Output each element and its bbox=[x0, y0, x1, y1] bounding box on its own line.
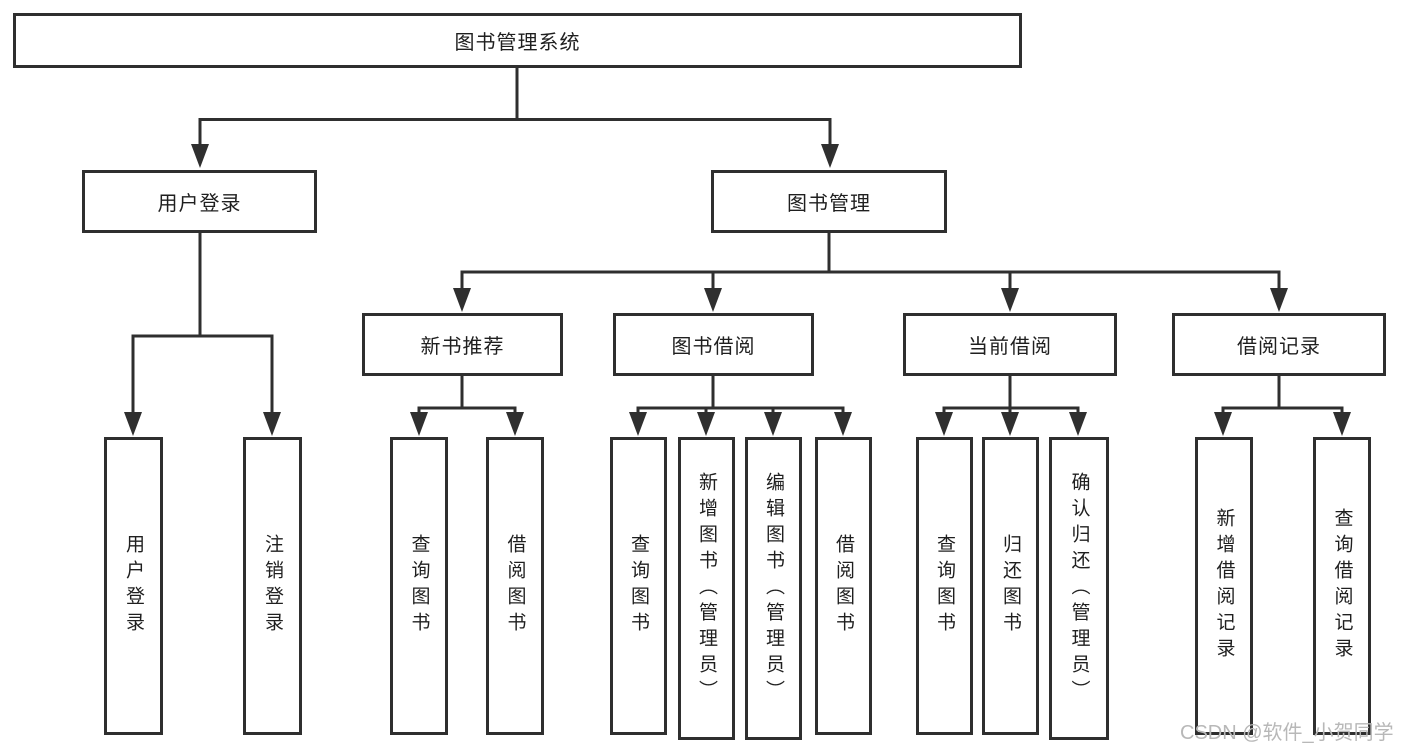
leaf-borrow-books: 借阅图书 bbox=[815, 437, 872, 735]
arrowhead bbox=[834, 412, 852, 436]
leaf-logout: 注销登录 bbox=[243, 437, 302, 735]
leaf-borrow-books-recommend: 借阅图书 bbox=[486, 437, 544, 735]
node-book-management: 图书管理 bbox=[711, 170, 947, 233]
node-book-borrow: 图书借阅 bbox=[613, 313, 814, 376]
leaf-user-login: 用户登录 bbox=[104, 437, 163, 735]
arrowhead bbox=[506, 412, 524, 436]
arrowhead bbox=[453, 288, 471, 312]
node-user-login-branch: 用户登录 bbox=[82, 170, 317, 233]
node-borrow-records: 借阅记录 bbox=[1172, 313, 1386, 376]
arrowhead bbox=[1001, 288, 1019, 312]
node-current-borrow: 当前借阅 bbox=[903, 313, 1117, 376]
node-new-book-recommend: 新书推荐 bbox=[362, 313, 563, 376]
arrowhead bbox=[191, 144, 209, 168]
arrowhead bbox=[1270, 288, 1288, 312]
watermark: CSDN @软件_小贺同学 bbox=[1180, 722, 1394, 744]
arrowhead bbox=[263, 412, 281, 436]
leaf-query-books-current: 查询图书 bbox=[916, 437, 973, 735]
leaf-confirm-return-admin: 确认归还（管理员） bbox=[1049, 437, 1109, 740]
arrowhead bbox=[629, 412, 647, 436]
arrowhead bbox=[1214, 412, 1232, 436]
node-root: 图书管理系统 bbox=[13, 13, 1022, 68]
leaf-add-borrow-record: 新增借阅记录 bbox=[1195, 437, 1253, 735]
leaf-add-books-admin: 新增图书（管理员） bbox=[678, 437, 735, 740]
leaf-query-books-borrow: 查询图书 bbox=[610, 437, 667, 735]
arrowhead bbox=[1333, 412, 1351, 436]
arrowhead bbox=[1069, 412, 1087, 436]
leaf-query-books-recommend: 查询图书 bbox=[390, 437, 448, 735]
arrowhead bbox=[821, 144, 839, 168]
arrowhead bbox=[697, 412, 715, 436]
leaf-query-borrow-record: 查询借阅记录 bbox=[1313, 437, 1371, 735]
arrowhead bbox=[935, 412, 953, 436]
arrowhead bbox=[704, 288, 722, 312]
arrowhead bbox=[764, 412, 782, 436]
arrowhead bbox=[410, 412, 428, 436]
arrowhead bbox=[1001, 412, 1019, 436]
leaf-edit-books-admin: 编辑图书（管理员） bbox=[745, 437, 802, 740]
leaf-return-books: 归还图书 bbox=[982, 437, 1039, 735]
arrowhead bbox=[124, 412, 142, 436]
